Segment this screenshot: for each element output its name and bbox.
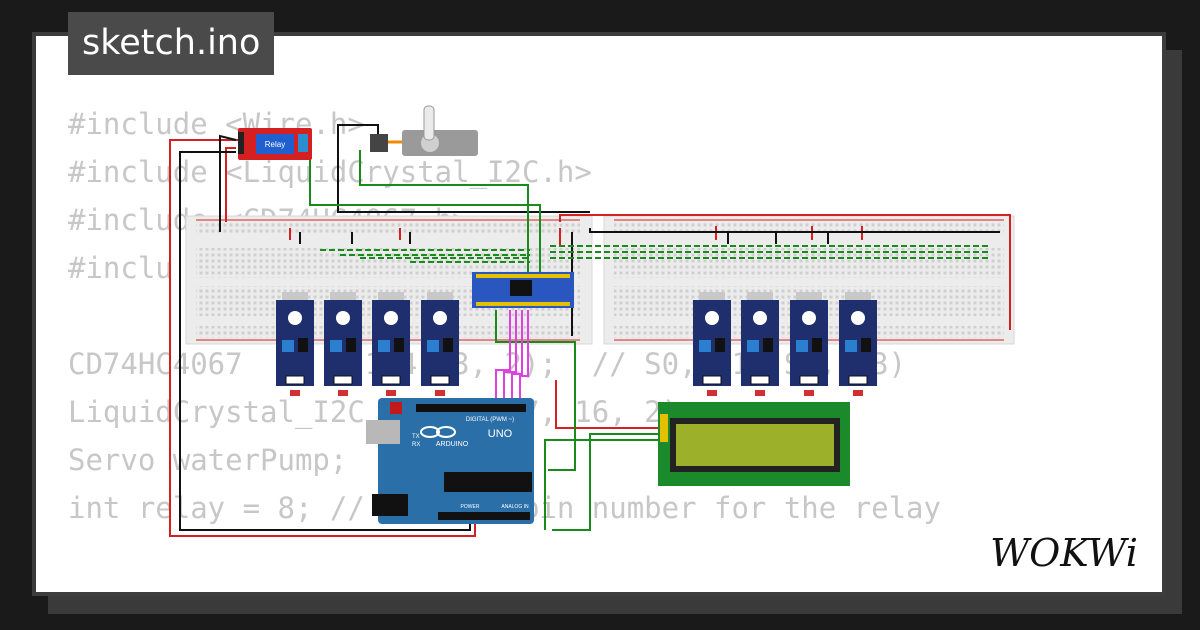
arduino-tx-label: TX <box>412 434 420 440</box>
arduino-rx-label: RX <box>412 442 420 448</box>
code-line: #inclu <box>68 251 173 285</box>
arduino-digital-label: DIGITAL (PWM ~) <box>466 417 514 423</box>
relay-label: Relay <box>265 140 285 149</box>
sensor-module <box>790 292 828 396</box>
multiplexer-cd74hc4067 <box>472 272 574 308</box>
arduino-power-label: POWER <box>461 504 480 510</box>
sensor-module <box>276 292 314 396</box>
code-line: int relay = 8; // the pin number for the… <box>68 491 941 525</box>
servo-motor <box>370 105 478 156</box>
sensor-module <box>372 292 410 396</box>
code-line: #include <LiquidCrystal_I2C.h> <box>68 155 592 189</box>
relay-module: Relay <box>238 128 312 160</box>
wires <box>169 124 1011 537</box>
sensor-modules <box>276 292 877 396</box>
arduino-model-label: UNO <box>488 428 513 440</box>
wokwi-logo-text: WOKWi <box>990 531 1138 575</box>
arduino-brand-label: ARDUINO <box>436 441 469 448</box>
arduino-analog-label: ANALOG IN <box>501 504 529 510</box>
sensor-module <box>324 292 362 396</box>
sensor-module <box>839 292 877 396</box>
wokwi-logo: WOKWi <box>990 531 1138 575</box>
sensor-module <box>741 292 779 396</box>
sensor-module <box>421 292 459 396</box>
code-line: Servo waterPump; <box>68 443 348 477</box>
arduino-uno: DIGITAL (PWM ~) ARDUINO UNO TX RX POWER … <box>366 398 534 524</box>
lcd-display <box>658 402 850 486</box>
sketch-title: sketch.ino <box>68 12 275 75</box>
sensor-module <box>693 292 731 396</box>
